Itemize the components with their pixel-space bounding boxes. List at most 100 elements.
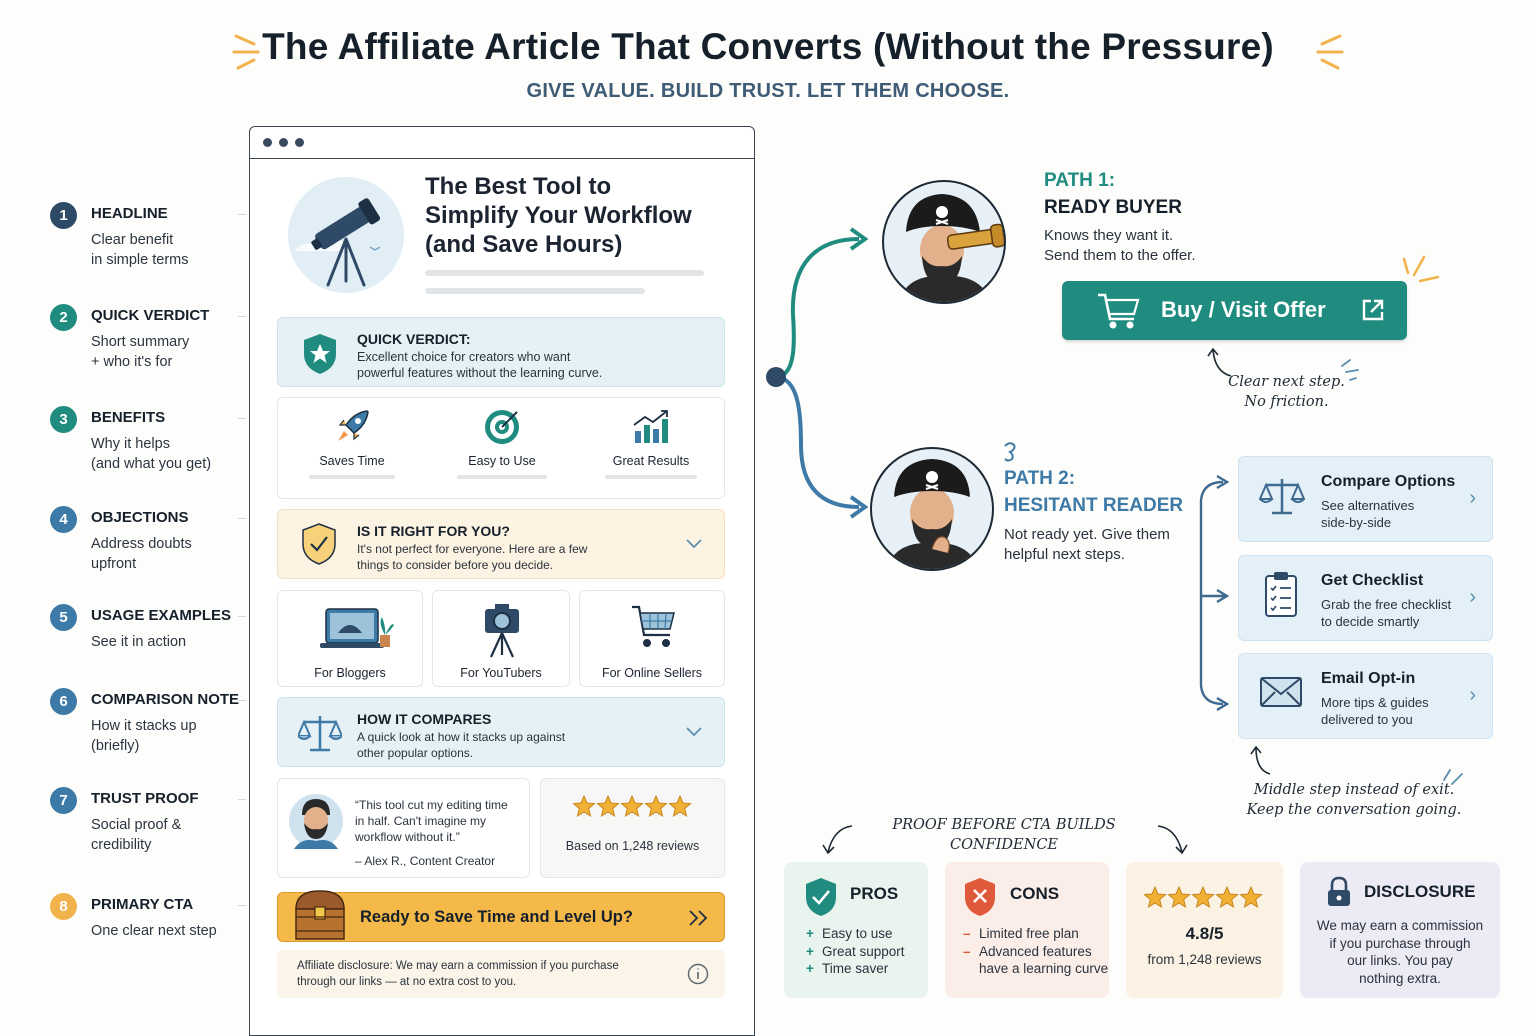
benefit-great-results: Great Results xyxy=(577,397,725,499)
cons-card: CONS –Limited free plan–Advanced feature… xyxy=(945,862,1109,998)
rocket-icon xyxy=(338,410,369,441)
option-compare[interactable]: Compare Options See alternatives side-by… xyxy=(1238,456,1493,542)
primary-cta-button[interactable]: Ready to Save Time and Level Up? xyxy=(277,890,725,942)
list-item: +Time saver xyxy=(806,960,905,978)
option-email-optin[interactable]: Email Opt-in More tips & guides delivere… xyxy=(1238,653,1493,739)
benefit-easy-to-use: Easy to Use xyxy=(427,397,577,499)
window-dot-icon xyxy=(295,138,304,147)
rating-stars xyxy=(572,794,693,822)
usage-for-bloggers: For Bloggers xyxy=(277,590,423,687)
disclosure-title: DISCLOSURE xyxy=(1364,882,1476,901)
options-bracket xyxy=(1199,474,1230,712)
list-item-text: Advanced features have a learning curve xyxy=(979,943,1109,977)
list-item: +Easy to use xyxy=(806,925,905,943)
affiliate-disclosure-note: Affiliate disclosure: We may earn a comm… xyxy=(277,950,725,998)
buy-visit-offer-button[interactable]: Buy / Visit Offer xyxy=(1062,281,1407,340)
sparkle-right-icon xyxy=(1316,34,1344,70)
step-divider xyxy=(238,518,246,519)
browser-titlebar xyxy=(250,127,754,159)
pirate-thinking-icon xyxy=(887,459,979,569)
question-mark-icon xyxy=(1004,442,1016,462)
objections-card[interactable]: IS IT RIGHT FOR YOU? It's not perfect fo… xyxy=(277,509,725,579)
path1-title: READY BUYER xyxy=(1044,197,1182,218)
star-icon xyxy=(668,794,692,817)
checklist-icon xyxy=(1265,572,1297,617)
affiliate-disclosure-text: Affiliate disclosure: We may earn a comm… xyxy=(297,960,619,988)
chart-up-icon xyxy=(633,410,668,443)
chevron-down-icon[interactable] xyxy=(685,726,703,738)
star-icon xyxy=(1167,885,1191,908)
path2-note: Middle step instead of exit. Keep the co… xyxy=(1246,782,1462,818)
star-icon xyxy=(572,794,596,817)
step-label: HEADLINE xyxy=(91,205,168,222)
star-icon xyxy=(620,794,644,817)
benefit-label: Easy to Use xyxy=(468,454,536,468)
telescope-icon xyxy=(296,198,381,287)
usage-for-online-sellers: For Online Sellers xyxy=(579,590,725,687)
step-description: Address doubts upfront xyxy=(91,536,192,572)
text-placeholder-line xyxy=(425,270,704,276)
step-label: TRUST PROOF xyxy=(91,790,199,807)
step-label: PRIMARY CTA xyxy=(91,896,194,913)
option-text: Grab the free checklist to decide smartl… xyxy=(1321,597,1452,629)
pirate-ready-buyer-avatar xyxy=(882,180,1006,304)
sparkle-icon xyxy=(1402,255,1440,283)
score-card: 4.8/5 from 1,248 reviews xyxy=(1126,862,1283,998)
step-description: One clear next step xyxy=(91,923,217,939)
path2-label: PATH 2: xyxy=(1004,468,1076,489)
list-item: –Limited free plan xyxy=(963,925,1108,943)
branch-connector xyxy=(766,227,869,519)
option-checklist[interactable]: Get Checklist Grab the free checklist to… xyxy=(1238,555,1493,641)
step-label: OBJECTIONS xyxy=(91,509,189,526)
step-description: How it stacks up (briefly) xyxy=(91,718,197,754)
sparkle-left-icon xyxy=(232,34,260,70)
star-icon xyxy=(1239,885,1263,908)
objections-text: It's not perfect for everyone. Here are … xyxy=(357,542,588,572)
lock-icon xyxy=(1328,876,1350,906)
option-title: Get Checklist xyxy=(1321,572,1424,589)
comparison-title: HOW IT COMPARES xyxy=(357,711,492,727)
step-label: QUICK VERDICT xyxy=(91,307,210,324)
text-placeholder-line xyxy=(425,288,645,294)
option-text: More tips & guides delivered to you xyxy=(1321,695,1429,727)
laptop-plant-icon xyxy=(320,608,394,648)
double-chevron-right-icon xyxy=(689,910,708,926)
bullet-icon: – xyxy=(963,943,971,959)
bullet-icon: + xyxy=(806,926,814,941)
usage-for-youtubers: For YouTubers xyxy=(432,590,570,687)
arrow-up-icon xyxy=(1207,347,1232,377)
page-subtitle: GIVE VALUE. BUILD TRUST. LET THEM CHOOSE… xyxy=(526,80,1010,102)
path2-text: Not ready yet. Give them helpful next st… xyxy=(1004,526,1170,563)
comparison-card[interactable]: HOW IT COMPARES A quick look at how it s… xyxy=(277,697,725,767)
benefit-label: Great Results xyxy=(612,454,690,468)
disclosure-card: DISCLOSURE We may earn a commission if y… xyxy=(1300,862,1500,998)
shopping-cart-icon xyxy=(1098,293,1140,329)
benefit-saves-time: Saves Time xyxy=(277,397,427,499)
page-title: The Affiliate Article That Converts (Wit… xyxy=(262,26,1274,67)
arrow-up-icon xyxy=(1250,745,1271,775)
info-icon[interactable] xyxy=(687,963,709,985)
step-description: Short summary + who it's for xyxy=(91,334,190,370)
arrow-down-left-icon xyxy=(822,825,853,855)
step-number-badge: 2 xyxy=(50,304,77,331)
step-description: See it in action xyxy=(91,634,187,650)
path1-note: Clear next step. No friction. xyxy=(1228,374,1345,410)
step-divider xyxy=(238,905,246,906)
path2-title: HESITANT READER xyxy=(1004,495,1184,516)
chevron-right-icon: › xyxy=(1469,586,1476,608)
window-dot-icon xyxy=(279,138,288,147)
scale-icon xyxy=(1259,479,1305,515)
external-link-icon xyxy=(1362,299,1384,321)
target-icon xyxy=(485,410,519,444)
star-icon xyxy=(1143,885,1167,908)
window-dot-icon xyxy=(263,138,272,147)
comparison-text: A quick look at how it stacks up against… xyxy=(357,730,566,760)
path1-label: PATH 1: xyxy=(1044,170,1116,191)
step-number-badge: 3 xyxy=(50,406,77,433)
chevron-down-icon[interactable] xyxy=(685,538,703,550)
star-icon xyxy=(644,794,668,817)
